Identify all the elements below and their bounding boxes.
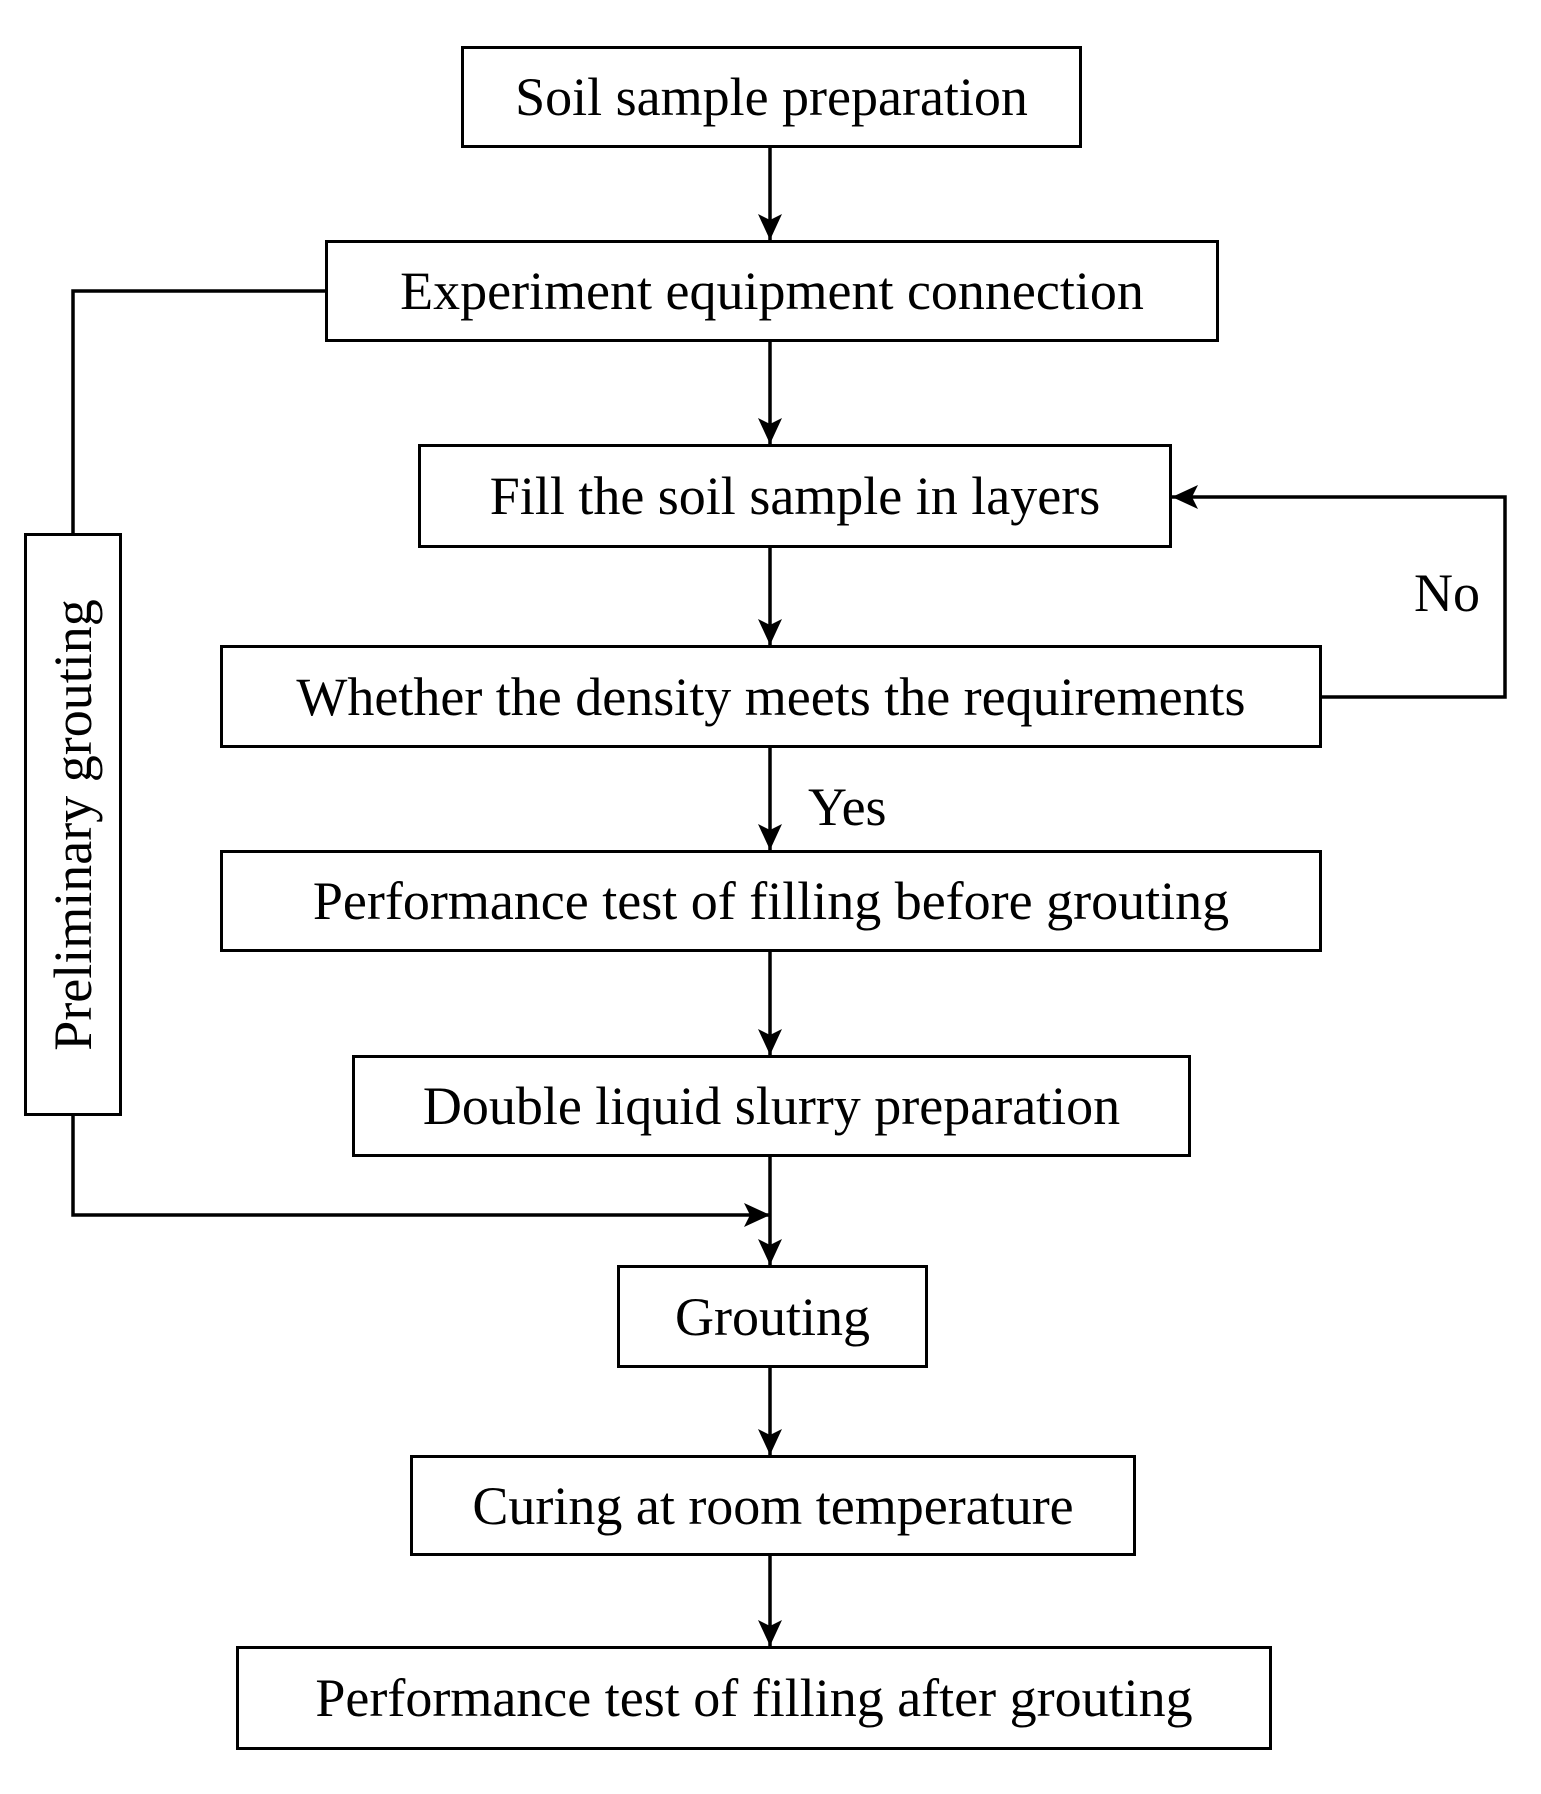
step-performance-test-after-grouting-label: Performance test of filling after grouti… <box>315 1668 1193 1728</box>
step-grouting: Grouting <box>617 1265 928 1368</box>
step-experiment-equipment-connection: Experiment equipment connection <box>325 240 1219 342</box>
step-soil-sample-preparation: Soil sample preparation <box>461 46 1082 148</box>
step-fill-soil-sample-in-layers: Fill the soil sample in layers <box>418 444 1172 548</box>
step-soil-sample-preparation-label: Soil sample preparation <box>515 67 1028 127</box>
step-performance-test-before-grouting: Performance test of filling before grout… <box>220 850 1322 952</box>
arrow-preliminary-to-grouting <box>71 1116 770 1227</box>
step-performance-test-after-grouting: Performance test of filling after grouti… <box>236 1646 1272 1750</box>
step-preliminary-grouting-label: Preliminary grouting <box>43 598 103 1051</box>
step-experiment-equipment-connection-label: Experiment equipment connection <box>400 261 1144 321</box>
step-preliminary-grouting: Preliminary grouting <box>24 533 122 1116</box>
step-double-liquid-slurry-preparation-label: Double liquid slurry preparation <box>422 1076 1121 1136</box>
loop-no-density-to-fill <box>1172 485 1507 699</box>
decision-density-check-label: Whether the density meets the requiremen… <box>296 666 1246 727</box>
step-curing-at-room-temperature: Curing at room temperature <box>410 1455 1136 1556</box>
step-curing-at-room-temperature-label: Curing at room temperature <box>472 1475 1074 1536</box>
step-performance-test-before-grouting-label: Performance test of filling before grout… <box>312 871 1230 931</box>
edge-label-yes: Yes <box>808 777 887 837</box>
connector-connection-to-preliminary <box>71 289 327 533</box>
decision-density-check: Whether the density meets the requiremen… <box>220 645 1322 748</box>
step-fill-soil-sample-in-layers-label: Fill the soil sample in layers <box>489 466 1101 526</box>
step-double-liquid-slurry-preparation: Double liquid slurry preparation <box>352 1055 1191 1157</box>
step-grouting-label: Grouting <box>675 1286 870 1347</box>
edge-label-no: No <box>1414 563 1480 623</box>
